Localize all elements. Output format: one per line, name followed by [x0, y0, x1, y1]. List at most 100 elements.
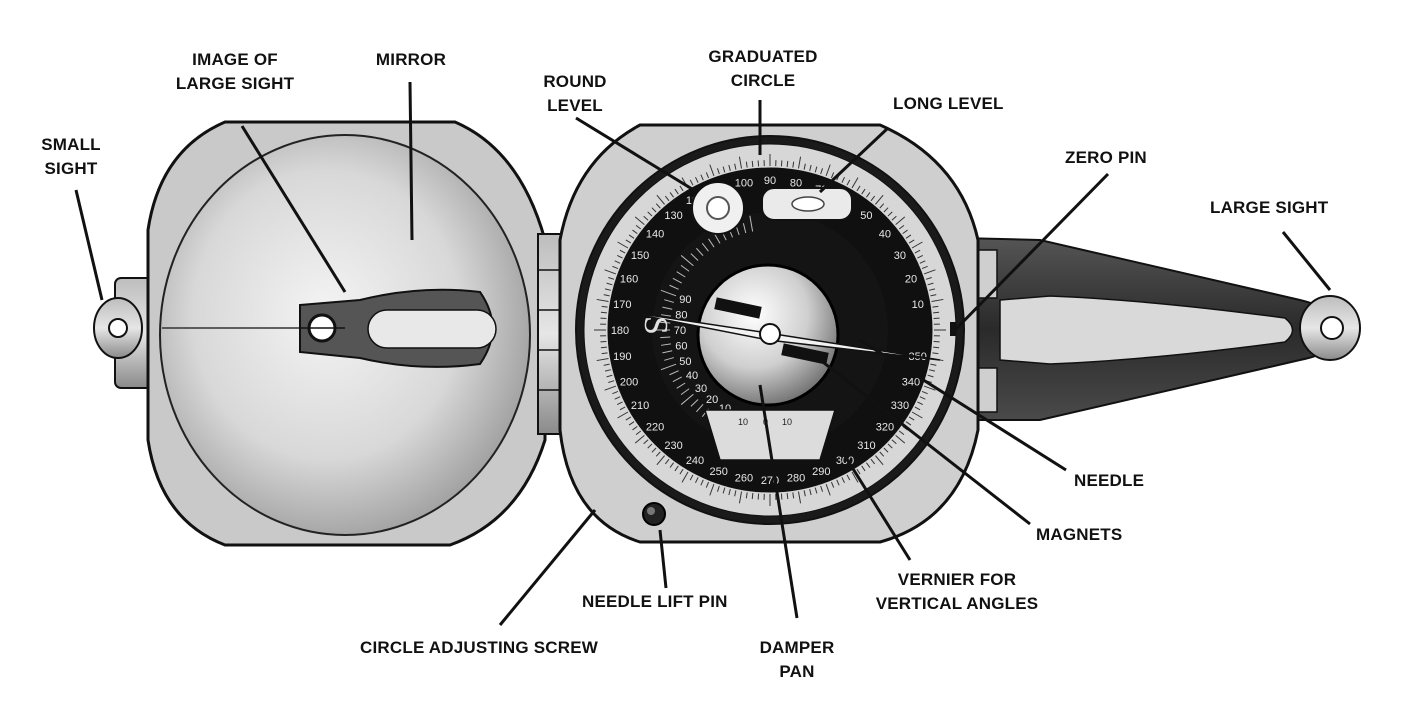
- dial-tick: [887, 211, 893, 217]
- graduated-circle-number: 320: [876, 421, 894, 433]
- dial-tick: [709, 483, 715, 496]
- graduated-circle-number: 20: [905, 274, 917, 286]
- dial-tick: [632, 229, 638, 235]
- dial-tick: [879, 203, 885, 209]
- graduated-circle-number: 310: [857, 440, 875, 452]
- graduated-circle-number: 340: [902, 376, 920, 388]
- compass-body: 1020304050607080901001101201301401501601…: [558, 123, 980, 544]
- dial-tick: [856, 468, 861, 475]
- graduated-circle-number: 90: [764, 175, 776, 187]
- dial-tick: [865, 192, 871, 198]
- label-graduated-circle-line1: GRADUATED: [708, 47, 818, 66]
- label-long-level-line1: LONG LEVEL: [893, 94, 1004, 113]
- clinometer-tick: [749, 215, 754, 232]
- vernier-number-right: 10: [782, 417, 792, 427]
- dial-tick: [651, 207, 657, 213]
- vernier-number-left: 10: [738, 417, 748, 427]
- dial-tick: [625, 416, 632, 421]
- dial-tick: [616, 255, 623, 259]
- dial-tick: [705, 481, 710, 488]
- dial-tick: [836, 479, 840, 486]
- dial-tick: [612, 265, 619, 270]
- clinometer-tick: [664, 299, 675, 303]
- dial-tick: [905, 421, 912, 426]
- dial-tick: [689, 474, 694, 481]
- dial-tick: [608, 276, 615, 280]
- lid-housing: [146, 120, 547, 547]
- dial-tick: [635, 224, 642, 230]
- dial-tick: [830, 481, 835, 488]
- dial-tick: [700, 174, 704, 181]
- label-damper-pan: DAMPER PAN: [752, 636, 842, 684]
- label-small-sight-line2: SIGHT: [44, 159, 98, 178]
- label-graduated-circle-line2: CIRCLE: [730, 71, 796, 90]
- dial-tick: [617, 411, 629, 419]
- dial-tick: [891, 439, 897, 445]
- dial-tick: [925, 276, 932, 280]
- dial-tick: [600, 346, 607, 349]
- dial-tick: [700, 479, 704, 486]
- clinometer-tick: [662, 350, 673, 354]
- dial-tick: [608, 380, 615, 384]
- dial-tick: [933, 346, 940, 349]
- dial-tick: [865, 462, 871, 468]
- dial-tick: [604, 288, 611, 291]
- dial-tick: [604, 269, 617, 275]
- dial-tick: [674, 465, 679, 472]
- dial-tick: [887, 443, 893, 449]
- clinometer-tick: [669, 370, 679, 376]
- dial-tick: [908, 416, 915, 421]
- label-round-level-line1: ROUND: [543, 72, 607, 91]
- clinometer-number: 40: [686, 370, 698, 382]
- label-vernier-line1: VERNIER FOR: [897, 570, 1017, 589]
- dial-tick: [689, 179, 694, 186]
- dial-tick: [933, 311, 940, 314]
- leader-needle-lift-pin: [658, 529, 668, 589]
- dial-tick: [635, 430, 642, 436]
- label-round-level: ROUND LEVEL: [535, 70, 615, 118]
- dial-tick: [628, 421, 635, 426]
- label-large-sight-line1: LARGE SIGHT: [1210, 198, 1329, 217]
- label-needle-line1: NEEDLE: [1074, 471, 1145, 490]
- dial-tick: [734, 163, 737, 170]
- dial-tick: [919, 396, 926, 400]
- clinometer-number: 20: [706, 394, 718, 406]
- dial-tick: [634, 216, 645, 225]
- dial-tick: [923, 269, 936, 275]
- dial-tick: [596, 298, 609, 303]
- leader-magnets: [809, 350, 1031, 526]
- graduated-circle-number: 130: [664, 210, 682, 222]
- graduated-circle-number: 10: [912, 299, 924, 311]
- dial-tick: [825, 164, 831, 177]
- clinometer-tick: [742, 223, 747, 234]
- dial-tick: [716, 168, 720, 175]
- clinometer-tick: [672, 277, 682, 284]
- clinometer-number: 80: [675, 309, 687, 321]
- graduated-circle-number: 220: [646, 421, 664, 433]
- dial-tick: [606, 374, 613, 378]
- label-long-level: LONG LEVEL: [893, 92, 1004, 116]
- label-zero-pin: ZERO PIN: [1065, 146, 1147, 170]
- dial-tick: [841, 477, 845, 484]
- graduated-circle-number: 330: [891, 400, 909, 412]
- dial-tick: [596, 357, 609, 362]
- dial-tick: [927, 282, 934, 286]
- label-mirror-line1: MIRROR: [375, 50, 447, 69]
- graduated-circle-number: 160: [620, 274, 638, 286]
- label-needle-lift-pin: NEEDLE LIFT PIN: [582, 590, 728, 614]
- small-sight-piece: [93, 277, 156, 389]
- clinometer-tick: [660, 321, 671, 324]
- dial-tick: [870, 195, 876, 202]
- dial-tick: [669, 192, 675, 198]
- label-image-of-large-sight: IMAGE OF LARGE SIGHT: [160, 48, 310, 96]
- dial-tick: [705, 172, 710, 179]
- graduated-circle-number: 170: [613, 299, 631, 311]
- graduated-circle-number: 140: [646, 229, 664, 241]
- clinometer-tick: [696, 247, 704, 257]
- clinometer-tick: [662, 306, 673, 310]
- clinometer-tick: [696, 403, 704, 413]
- dial-tick: [751, 160, 754, 167]
- dial-tick: [929, 369, 936, 372]
- graduated-circle-number: 150: [631, 250, 649, 262]
